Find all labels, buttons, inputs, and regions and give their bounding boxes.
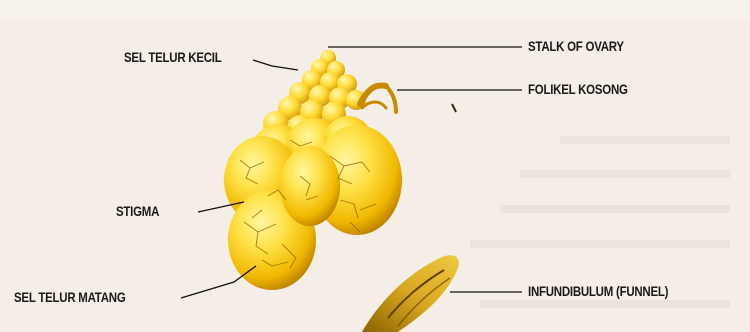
label-stigma: STIGMA xyxy=(116,203,159,219)
label-infundibulum: INFUNDIBULUM (FUNNEL) xyxy=(528,283,668,299)
speck-mark xyxy=(452,104,456,112)
label-folikel-kosong: FOLIKEL KOSONG xyxy=(528,81,628,97)
label-sel-telur-matang: SEL TELUR MATANG xyxy=(14,289,126,305)
mature-eggs xyxy=(224,125,402,290)
infundibulum-funnel xyxy=(362,255,459,332)
label-sel-telur-kecil: SEL TELUR KECIL xyxy=(124,49,222,65)
label-stalk-of-ovary: STALK OF OVARY xyxy=(528,38,624,54)
empty-follicle xyxy=(360,86,396,112)
